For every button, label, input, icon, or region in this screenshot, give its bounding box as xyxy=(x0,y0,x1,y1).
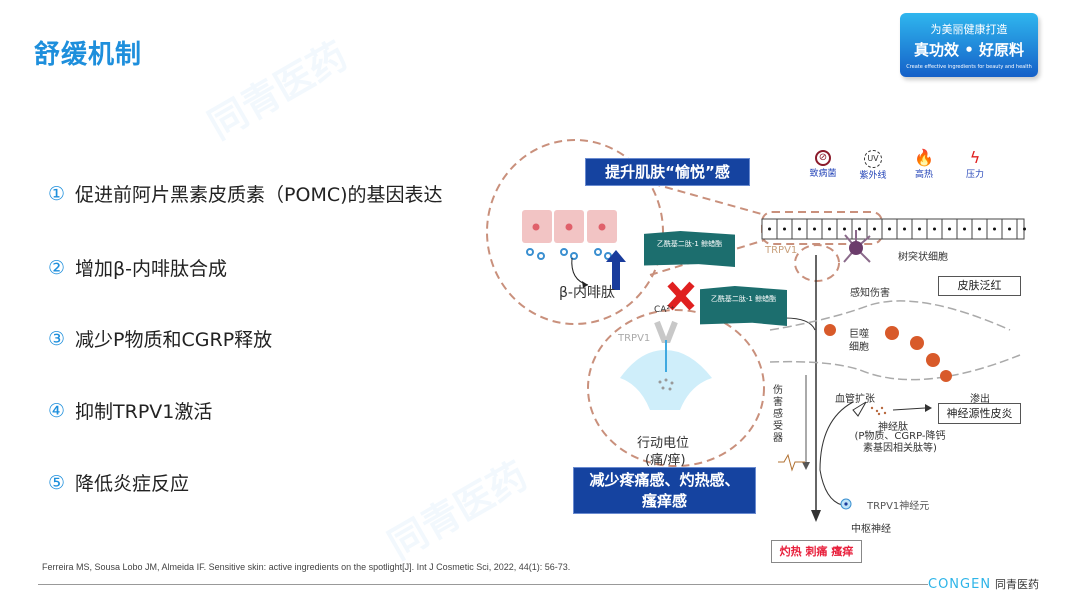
reference-citation: Ferreira MS, Sousa Lobo JM, Almeida IF. … xyxy=(42,562,571,572)
cell-nucleus xyxy=(978,227,981,231)
keratinocyte-cells xyxy=(522,210,617,260)
banner-skin-pleasure: 提升肌肤“愉悦”感 xyxy=(585,158,750,186)
point-text: 抑制TRPV1激活 xyxy=(75,401,213,423)
cell-nucleus xyxy=(933,227,936,231)
fire-icon: 🔥 xyxy=(914,148,934,167)
exudation-label: 渗出 xyxy=(970,394,990,405)
badge-line3: Create effective ingredients for beauty … xyxy=(906,64,1032,70)
dashed-zoom-circle-bottom xyxy=(587,309,765,467)
cell-nucleus xyxy=(858,227,861,231)
cell-nucleus xyxy=(828,227,831,231)
point-number: ⑤ xyxy=(48,471,66,494)
sense-harm-label: 感知伤害 xyxy=(850,288,890,299)
point-text: 降低炎症反应 xyxy=(75,473,190,495)
peptide-banner: 乙酰基二肽-1 鲸蜡酯 xyxy=(644,231,735,267)
logo-english: CONGEN xyxy=(928,576,992,592)
dendritic-cell-label: 树突状细胞 xyxy=(898,252,948,263)
cell-nucleus xyxy=(1008,227,1011,231)
cell-nucleus xyxy=(993,227,996,231)
cell-nucleus xyxy=(768,227,771,231)
cell-nucleus xyxy=(783,227,786,231)
epidermis-cells xyxy=(761,218,1025,240)
neuropeptide-label: 神经肽 xyxy=(878,422,908,433)
red-x-icon xyxy=(667,281,695,311)
point-item: ③ 减少P物质和CGRP释放 xyxy=(48,325,272,352)
point-text: 促进前阿片黑素皮质素（POMC)的基因表达 xyxy=(75,184,443,206)
badge-line1: 为美丽健康打造 xyxy=(930,23,1008,36)
macrophage-label: 巨噬细胞 xyxy=(849,329,869,353)
point-number: ① xyxy=(48,182,66,205)
page-title: 舒缓机制 xyxy=(34,40,143,70)
nociceptor-label: 伤害感受器 xyxy=(773,385,783,444)
dashed-zoom-circle-top xyxy=(486,139,664,325)
cell-nucleus xyxy=(948,227,951,231)
stimulus-uv: UV 紫外线 xyxy=(853,150,893,181)
stimulus-pressure: ϟ 压力 xyxy=(955,148,995,180)
cell-nucleus xyxy=(798,227,801,231)
cell-nucleus xyxy=(873,227,876,231)
cell-nucleus xyxy=(918,227,921,231)
uv-icon: UV xyxy=(864,150,882,168)
stimulus-label: 压力 xyxy=(965,170,984,180)
stimulus-label: 高热 xyxy=(914,170,933,180)
skin-redness-box: 皮肤泛红 xyxy=(938,276,1021,296)
stimulus-label: 紫外线 xyxy=(859,171,887,181)
action-potential-label: 行动电位 xyxy=(637,436,690,451)
point-number: ④ xyxy=(48,399,66,422)
footer-divider xyxy=(38,584,928,585)
symptoms-box: 灼热 刺痛 瘙痒 xyxy=(771,540,862,563)
neurogenic-dermatitis-box: 神经源性皮炎 xyxy=(938,403,1021,424)
point-number: ② xyxy=(48,256,66,279)
stimulus-label: 致病菌 xyxy=(809,169,837,179)
slogan-badge: 为美丽健康打造 真功效 • 好原料 Create effective ingre… xyxy=(900,13,1038,77)
point-text: 减少P物质和CGRP释放 xyxy=(75,329,273,351)
point-item: ④ 抑制TRPV1激活 xyxy=(48,397,212,424)
pathogen-icon: ⊘ xyxy=(815,150,831,166)
beta-endorphin-label: β-内啡肽 xyxy=(559,285,615,301)
banner-reduce-pain: 减少疼痛感、灼热感、瘙痒感 xyxy=(573,467,756,514)
point-item: ⑤ 降低炎症反应 xyxy=(48,469,189,496)
trpv1-label: TRPV1 xyxy=(618,333,651,344)
cell-nucleus xyxy=(1023,227,1026,231)
badge-line2: 真功效 • 好原料 xyxy=(913,41,1025,59)
peptide-banner: 乙酰基二肽-1 鲸蜡酯 xyxy=(700,286,787,326)
cell-nucleus xyxy=(903,227,906,231)
cell-nucleus xyxy=(813,227,816,231)
stimulus-pathogen: ⊘ 致病菌 xyxy=(803,150,843,179)
neuropeptide-detail: (P物质、CGRP-降钙素基因相关肽等) xyxy=(854,431,946,454)
stimulus-heat: 🔥 高热 xyxy=(904,148,944,180)
calcium-label: CA²⁺ xyxy=(654,305,675,315)
cell-nucleus xyxy=(843,227,846,231)
cell-nucleus xyxy=(888,227,891,231)
lightning-icon: ϟ xyxy=(969,148,981,167)
point-item: ① 促进前阿片黑素皮质素（POMC)的基因表达 xyxy=(48,180,443,207)
point-item: ② 增加β-内啡肽合成 xyxy=(48,254,227,281)
cns-label: 中枢神经 xyxy=(851,524,891,535)
vasodilation-label: 血管扩张 xyxy=(835,394,875,405)
pain-itch-label: (痛/痒) xyxy=(645,453,686,468)
logo-chinese: 同青医药 xyxy=(995,578,1040,591)
up-arrow-icon xyxy=(606,250,626,290)
cell-nucleus xyxy=(963,227,966,231)
point-text: 增加β-内啡肽合成 xyxy=(75,258,228,280)
trpv1-neuron-label: TRPV1神经元 xyxy=(867,501,930,512)
trpv1-label: TRPV1 xyxy=(765,245,798,256)
macrophage-icons xyxy=(824,324,952,382)
point-number: ③ xyxy=(48,327,66,350)
